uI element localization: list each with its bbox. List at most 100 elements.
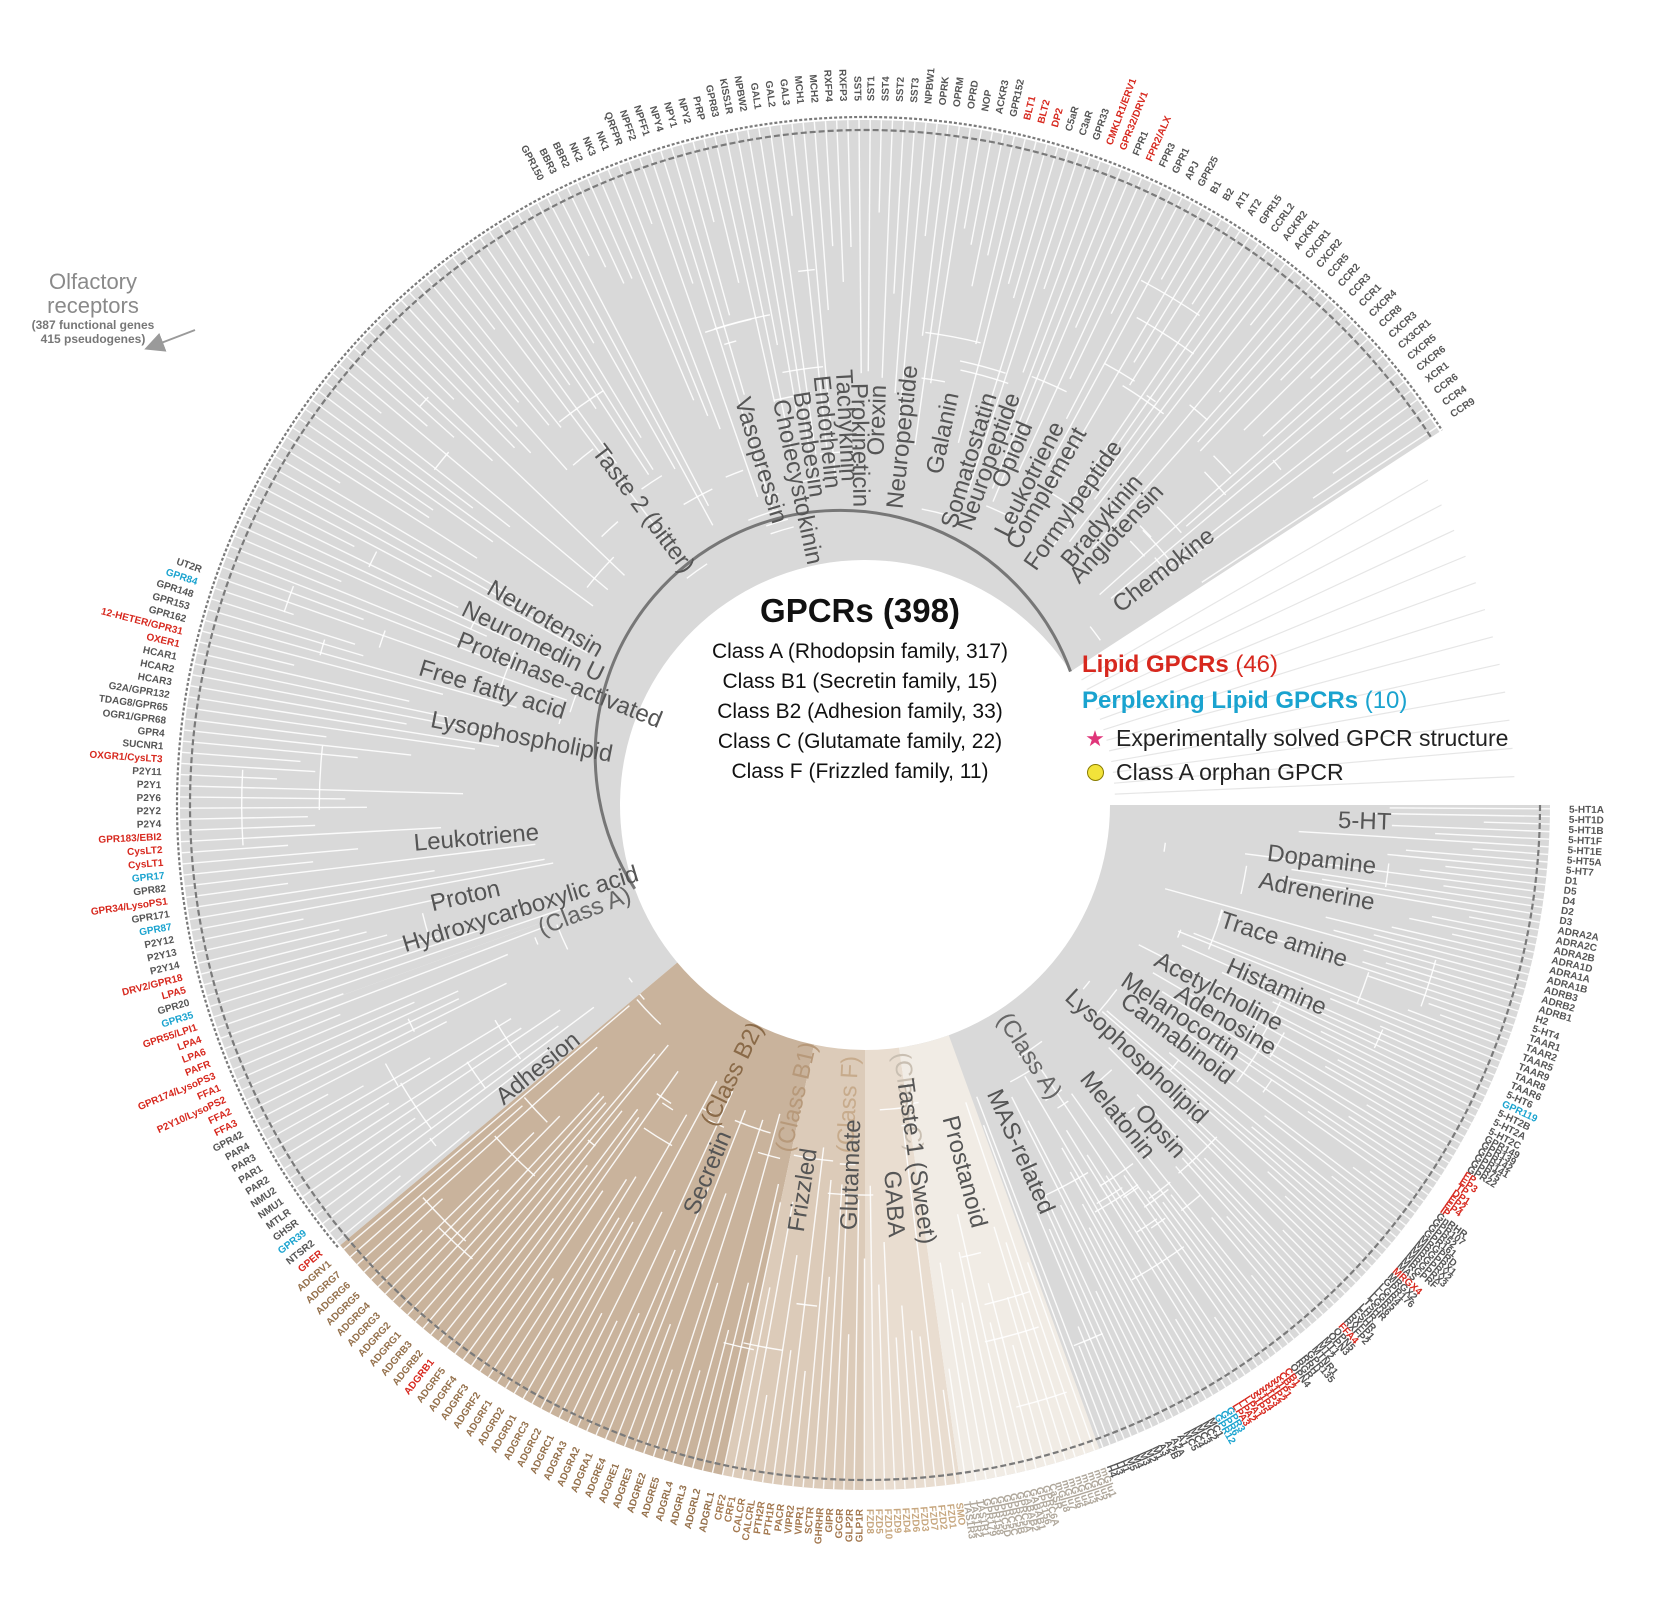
branch-arc [961, 1251, 982, 1258]
branch-arc [1240, 865, 1248, 895]
branch [1250, 1274, 1301, 1335]
branch-arc [686, 563, 708, 579]
branch [243, 515, 570, 668]
center-title: GPCRs (398) [760, 592, 960, 629]
branch [496, 1179, 628, 1384]
branch [1081, 1203, 1194, 1407]
branch [206, 937, 406, 997]
branch-arc [770, 526, 794, 535]
branch [302, 1117, 416, 1198]
branch [290, 1027, 522, 1179]
branch [180, 815, 308, 821]
fan-line [1108, 663, 1500, 752]
branch [489, 231, 650, 476]
branch [284, 1102, 390, 1170]
family-label: 5-HT [1338, 807, 1393, 836]
branch [1242, 927, 1517, 1019]
branch [1213, 1316, 1252, 1372]
branch [513, 1217, 620, 1394]
branch-arc [534, 937, 539, 945]
branch [714, 136, 776, 403]
branch [195, 895, 452, 953]
inner-dashed-ring [188, 128, 1433, 1240]
branch [1391, 926, 1533, 961]
branch [971, 133, 1005, 287]
branch [1363, 949, 1523, 998]
branch [220, 993, 344, 1039]
branch-arc [1129, 540, 1146, 557]
branch [1005, 1242, 1076, 1458]
branch [682, 1113, 781, 1466]
branch [867, 120, 871, 372]
branch [184, 729, 412, 756]
branch-arc [1143, 1188, 1169, 1208]
branch-arc [1217, 909, 1223, 921]
branch [384, 315, 516, 449]
branch [901, 1305, 916, 1489]
branch [1280, 1022, 1472, 1124]
branch-arc [587, 1139, 596, 1147]
leaf-class-b1: VIPR1 [793, 1505, 807, 1535]
branch-arc [636, 999, 662, 1025]
branch [1039, 1196, 1146, 1431]
branch [1298, 830, 1549, 848]
branch [824, 121, 834, 247]
branch [1312, 417, 1431, 499]
branch [566, 187, 607, 268]
branch [1226, 1215, 1318, 1320]
leaf-class-b1: VIPR2 [783, 1504, 797, 1534]
olfactory-line3: (387 functional genes [31, 318, 155, 332]
branch [296, 1009, 561, 1188]
leaf-class-f: FZD4 [900, 1508, 912, 1534]
leaf-bottom: H1 [1117, 1458, 1132, 1474]
branch [893, 121, 905, 294]
leaf-class-b1: SCTR [804, 1506, 817, 1535]
fan-line [1099, 582, 1477, 721]
branch [963, 129, 983, 229]
branch [180, 806, 367, 809]
branch-arc [743, 1342, 783, 1351]
branch [772, 1350, 792, 1484]
legend-lipid: Lipid GPCRs (46) [1082, 651, 1278, 679]
branch [670, 147, 745, 395]
branch [446, 1164, 588, 1348]
branch [957, 141, 1037, 443]
class-label: (Class F) [832, 1055, 864, 1154]
branch [1362, 961, 1519, 1012]
branch [869, 1185, 876, 1490]
branch [180, 827, 442, 843]
branch-arc [903, 1101, 919, 1106]
branch [991, 169, 1122, 489]
branch-arc [1094, 1183, 1139, 1213]
class-line-b2: Class B2 (Adhesion family, 33) [717, 700, 1003, 723]
branch [896, 122, 927, 447]
branch-arc [1204, 471, 1227, 496]
branch [628, 161, 653, 225]
branch [1419, 869, 1546, 886]
branch [1435, 832, 1550, 840]
class-sectors [180, 120, 1550, 1490]
fan-line [1091, 529, 1455, 700]
branch-arc [378, 630, 386, 648]
branch [1068, 263, 1286, 543]
leaf-class-c: TAS1R3 [961, 1501, 977, 1540]
branch-arc [1073, 1332, 1103, 1347]
branch [426, 278, 550, 426]
branch [633, 1193, 727, 1451]
branch-arc [628, 977, 633, 983]
branch [1185, 355, 1383, 527]
branch [180, 796, 346, 800]
branch [1249, 270, 1295, 326]
branch-arc [879, 1106, 905, 1111]
leaf-top: BLT1 [1022, 95, 1038, 122]
branch [185, 718, 327, 738]
star-icon: ★ [1085, 726, 1105, 751]
branch [982, 1124, 1104, 1448]
legend-dot-row: Class A orphan GPCR [1082, 759, 1344, 786]
leaf-top: GAL2 [762, 80, 776, 108]
leaf-top: RXFP4 [821, 69, 834, 102]
orphan-dot-icon [1082, 759, 1108, 786]
branch [194, 663, 449, 718]
branch [1211, 1216, 1307, 1330]
branch-arc [734, 1119, 771, 1134]
